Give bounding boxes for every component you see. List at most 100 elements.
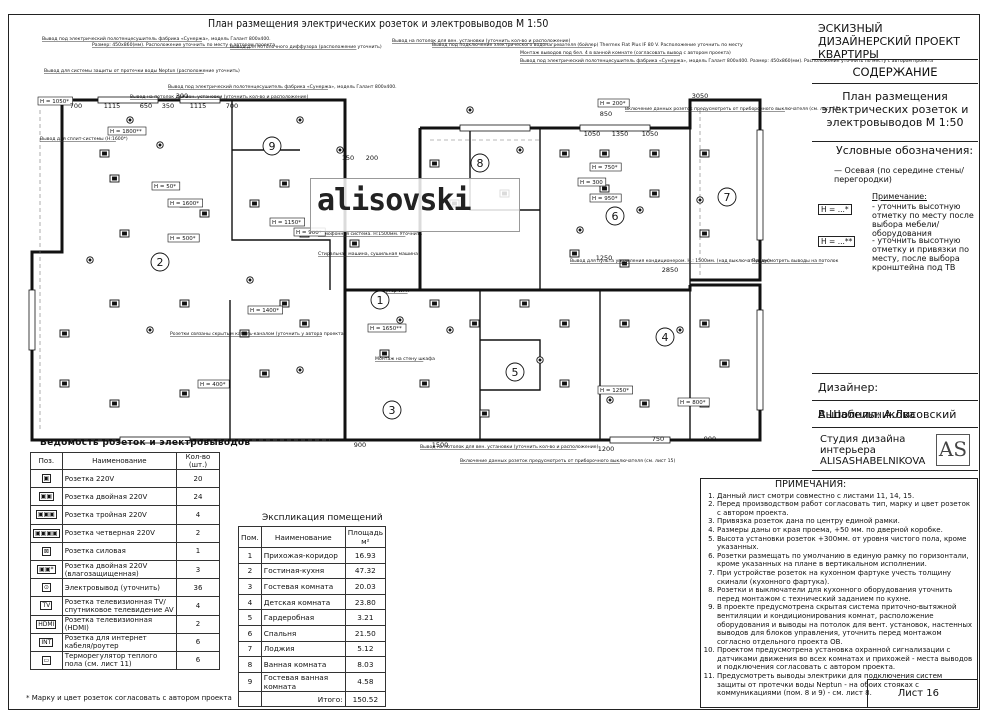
legend-symbol-glyph: ▣▣▣▣ [33, 528, 60, 538]
height-tag: H = 800* [680, 400, 706, 406]
outlet-point-center [338, 148, 342, 152]
room-marker [717, 187, 737, 207]
room-number-label: 5 [512, 366, 519, 379]
height-tag-frame [597, 385, 633, 395]
room-name: Детская комната [260, 593, 346, 611]
legend-col-name: Наименование [61, 452, 178, 470]
room-number-label: 3 [389, 404, 396, 417]
socket-symbol-core [702, 151, 707, 156]
room-number-label: 8 [477, 157, 484, 170]
height-tag: H = 900* [296, 230, 322, 236]
dimension: 3050 [692, 92, 709, 100]
legend-name: Розетка тройная 220V [61, 505, 178, 525]
socket-symbol-core [302, 321, 307, 326]
legend-symbol: ⊠ [30, 541, 63, 561]
legend-symbol-glyph: ⊠ [41, 546, 51, 556]
outlet-point-center [248, 278, 252, 282]
legend-name: Розетка 220V [61, 468, 178, 489]
socket-symbol-core [182, 391, 187, 396]
room-area: 8.03 [344, 656, 387, 673]
legend-col-pos: Поз. [30, 452, 63, 470]
room-area: 3.21 [344, 609, 387, 626]
notes-list: Данный лист смотри совместно с листами 1… [701, 492, 977, 698]
dimension: 150 [342, 154, 354, 162]
room-marker [370, 290, 390, 310]
project-name: ЭСКИЗНЫЙ ДИЗАЙНЕРСКИЙ ПРОЕКТ КВАРТИРЫ [812, 18, 978, 61]
plan-callout: Вывод под электрический полотенцесушител… [42, 35, 271, 42]
rooms-table-title: Экспликация помещений [262, 513, 383, 523]
studio-name: Студия дизайна интерьера ALISASHABELNIKO… [820, 434, 926, 467]
dimension: 1050 [584, 130, 601, 138]
room-name: Лоджия [260, 640, 346, 658]
socket-symbol-core [602, 186, 607, 191]
room-row: 8 Ванная комната 8.03 [238, 656, 387, 673]
room-number-label: 4 [662, 331, 669, 344]
room-row: 3 Гостевая комната 20.03 [238, 578, 387, 595]
legend-symbol: ▣▣ [30, 487, 63, 507]
height-tag: H = 300 [580, 180, 603, 186]
dimension: 700 [70, 102, 82, 110]
studio: Студия дизайна интерьера ALISASHABELNIKO… [812, 428, 978, 471]
sheet-title: План размещения электрических розеток и … [812, 84, 978, 142]
plan-callout: Вывод для потолочного диффузора (располо… [230, 44, 382, 50]
title-block: ЭСКИЗНЫЙ ДИЗАЙНЕРСКИЙ ПРОЕКТ КВАРТИРЫ СО… [812, 18, 978, 473]
socket-symbol-core [422, 381, 427, 386]
socket-symbol-core [432, 161, 437, 166]
plan-callout: Вывод на потолок для вен. установки (уто… [130, 94, 309, 100]
legend-name: Розетка четверная 220V [61, 523, 178, 543]
legend-name: Розетка силовая [61, 541, 178, 561]
room-number-label: 9 [269, 140, 276, 153]
socket-symbol-core [382, 351, 387, 356]
legend-count: 36 [176, 578, 220, 598]
legend-symbol: HDMI [30, 614, 63, 634]
dimension: 650 [140, 102, 152, 110]
legend-count: 3 [176, 559, 220, 580]
room-row: 9 Гостевая ванная комната 4.58 [238, 671, 387, 692]
legend-symbol: TV [30, 596, 63, 616]
symbols-legend: Условные обозначения: — Осевая (по серед… [812, 142, 978, 374]
designer: Дизайнер: А.Шабельникова [812, 374, 978, 421]
plan-callout: Роутер Wi-Fi [380, 288, 409, 294]
plan-callout: Монтаж на стену шкафа [375, 356, 435, 362]
drawing-sheet [8, 14, 980, 710]
height-tag: H = 950* [592, 196, 618, 202]
legend-name: Розетка двойная 220V (влагозащищенная) [61, 559, 178, 580]
legend-symbol-glyph: ▣▣* [37, 565, 56, 575]
room-area: 5.12 [344, 640, 387, 658]
legend-row: ⊠ Розетка силовая 1 [30, 541, 220, 561]
plan-callout: Стиральная машина, сушильная машина [318, 251, 418, 257]
dimension: 350 [162, 102, 174, 110]
legend-symbol-1: H = ...* [818, 204, 852, 215]
socket-symbol-core [642, 401, 647, 406]
legend-count: 20 [176, 468, 220, 489]
outlet-point-center [448, 328, 452, 332]
legend-row: ▣▣▣ Розетка тройная 220V 4 [30, 505, 220, 525]
plan-callout: Монтаж выводов под бел. 4 в ванной комна… [520, 49, 731, 56]
socket-symbol-core [432, 301, 437, 306]
room-number: 5 [238, 609, 262, 626]
legend-symbol-glyph: ⊙ [41, 583, 51, 593]
legend-row: ▣▣ Розетка двойная 220V 24 [30, 487, 220, 507]
socket-symbol-core [202, 211, 207, 216]
socket-symbol-core [702, 321, 707, 326]
height-tag-frame [197, 379, 230, 389]
height-tag-frame [367, 323, 407, 333]
socket-symbol-core [62, 381, 67, 386]
legend-symbol: ▣ [30, 468, 63, 489]
sheet-number: Лист 16 [897, 688, 939, 700]
legend-axis: — Осевая (по середине стены/ перегородки… [834, 166, 964, 184]
room-number: 1 [238, 547, 262, 564]
room-row: 5 Гардеробная 3.21 [238, 609, 387, 626]
legend-symbol-2: H = ...** [818, 236, 856, 247]
plan-callout: Вывод под электрический полотенцесушител… [168, 83, 397, 90]
room-name: Ванная комната [260, 656, 346, 673]
height-tag: H = 200* [600, 101, 626, 107]
legend-note-2: - уточнить высотную отметку и привязки п… [872, 236, 970, 272]
plan-callout: Размер: 450х860(мм). Расположение уточни… [92, 42, 275, 48]
dimension: 750 [652, 435, 664, 443]
room-name: Гостевая ванная комната [260, 671, 346, 692]
notes-block: ПРИМЕЧАНИЯ: Данный лист смотри совместно… [700, 478, 978, 708]
watermark: alisovski [310, 178, 520, 232]
plan-callout: Вывод для системы защиты от протечки вод… [44, 68, 240, 74]
note-item: Высота установки розеток +300мм. от уров… [717, 535, 973, 552]
